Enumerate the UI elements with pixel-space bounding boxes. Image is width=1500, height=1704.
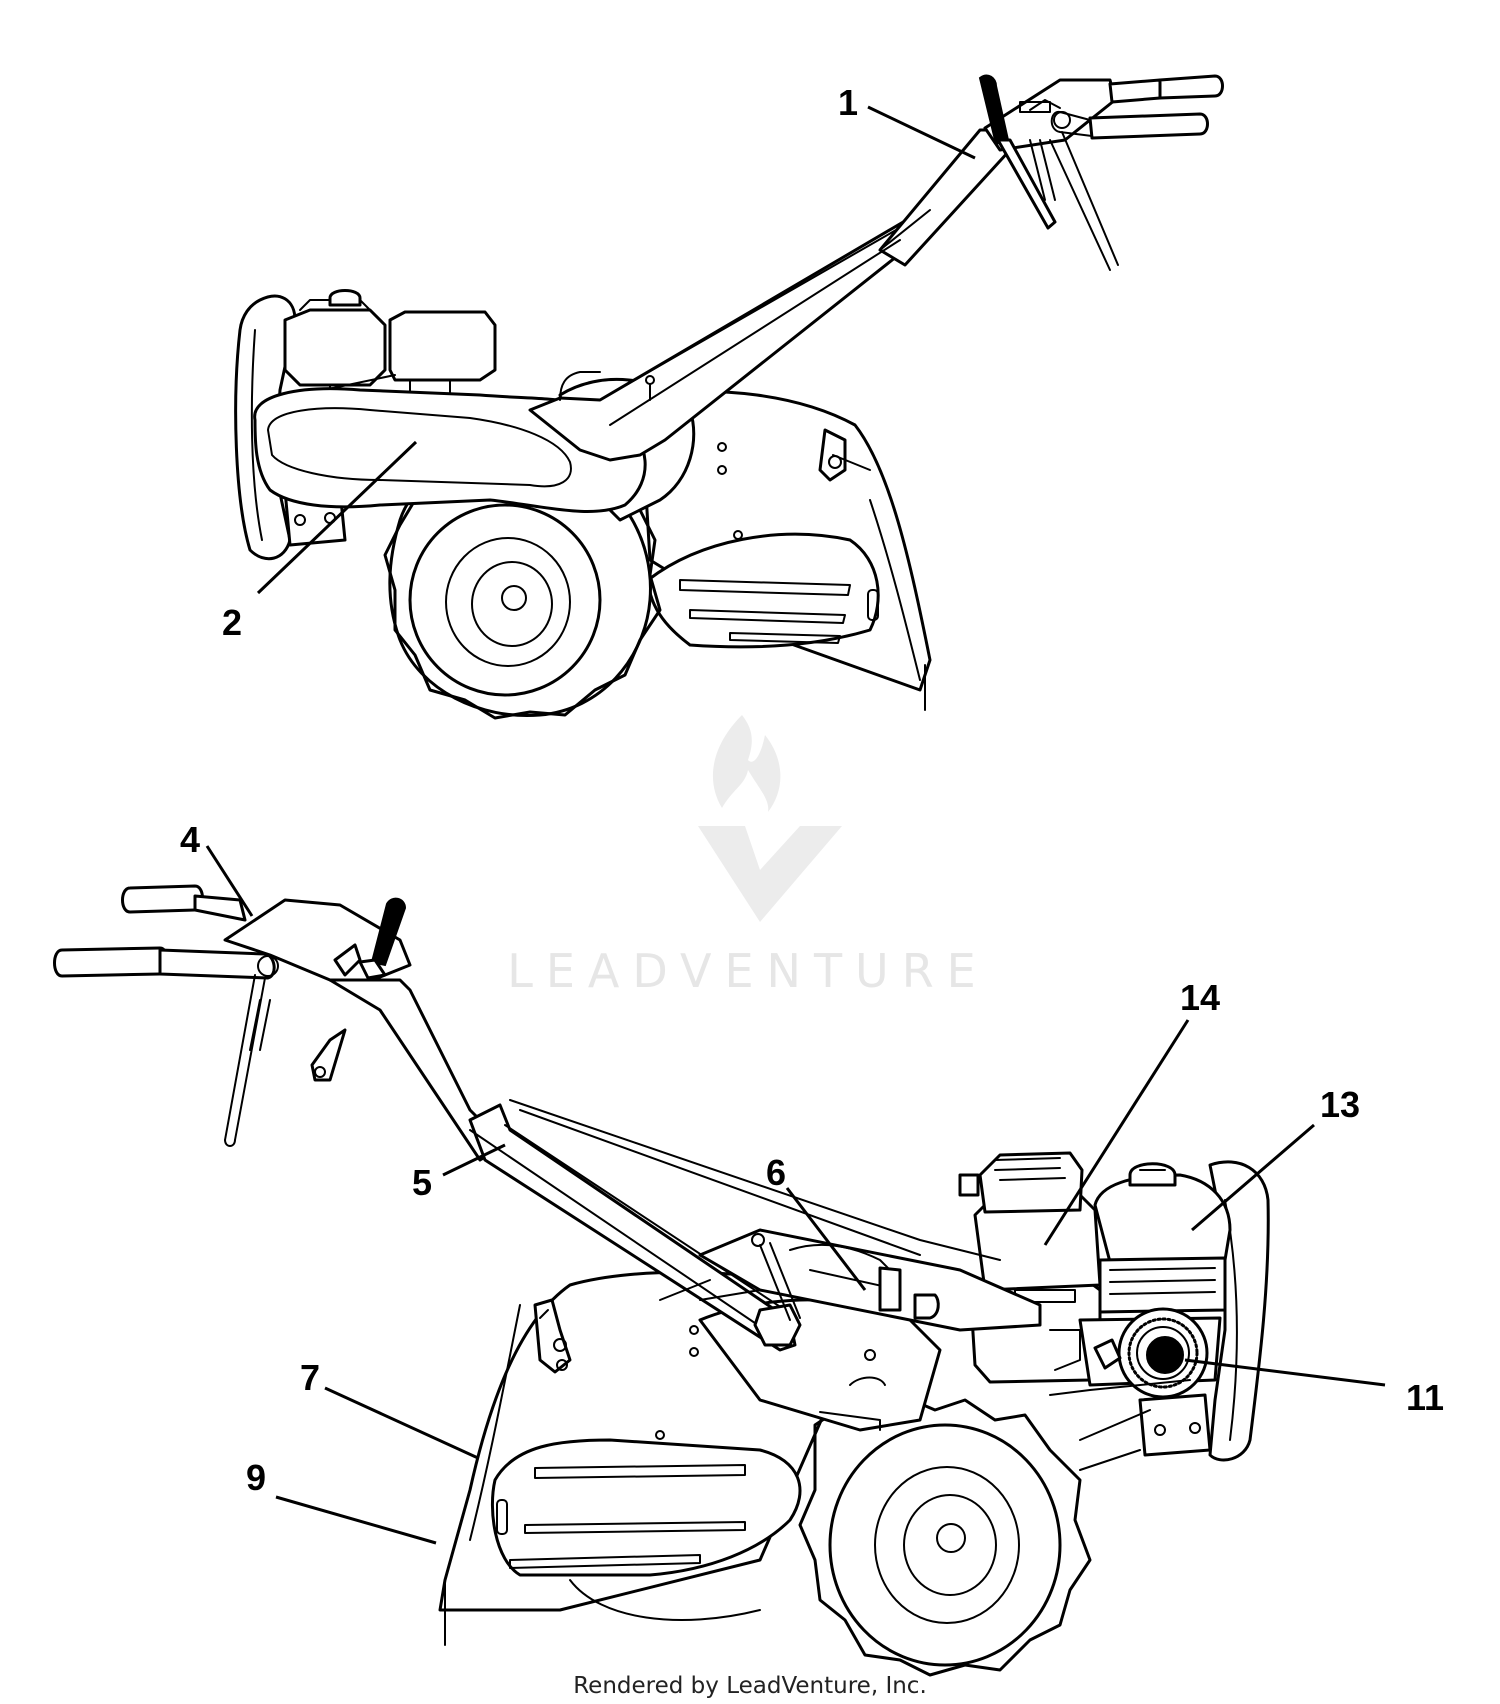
top-side-shield [646,530,880,649]
callout-13: 13 [1320,1084,1360,1125]
leader-line-2 [256,440,418,595]
bottom-wheel [798,1393,1092,1677]
callout-11: 11 [1406,1377,1444,1418]
top-engine [283,289,497,401]
callout-6: 6 [766,1152,786,1193]
callout-2: 2 [222,602,242,643]
flame-logo-icon [698,715,842,922]
leader-line-4 [205,845,254,917]
top-callouts: 1 2 [222,82,976,643]
leader-line-13 [1191,1123,1315,1232]
top-handlebar [528,74,1224,462]
bottom-handlebar [53,884,1042,1352]
bottom-callouts: 4 5 6 7 9 11 13 14 [180,819,1444,1545]
leader-line-7 [324,1386,479,1460]
leader-line-1 [867,105,976,160]
leadventure-watermark: LEADVENTURE [507,715,989,998]
callout-14: 14 [1180,977,1220,1018]
bottom-side-shield [490,1430,802,1621]
tiller-top-view: 1 2 [222,74,1224,720]
leader-line-11 [1184,1358,1386,1387]
footer-credit: Rendered by LeadVenture, Inc. [573,1673,927,1699]
callout-9: 9 [246,1457,266,1498]
leader-line-6 [785,1187,867,1291]
callout-1: 1 [838,82,858,123]
callout-5: 5 [412,1162,432,1203]
leader-line-14 [1043,1019,1190,1246]
leader-line-5 [442,1143,506,1177]
top-wheel [383,451,662,720]
callout-7: 7 [300,1357,320,1398]
leader-line-9 [275,1495,437,1545]
watermark-text: LEADVENTURE [507,944,989,998]
callout-4: 4 [180,819,200,860]
tiller-bottom-view: 4 5 6 7 9 11 13 14 [53,819,1444,1677]
